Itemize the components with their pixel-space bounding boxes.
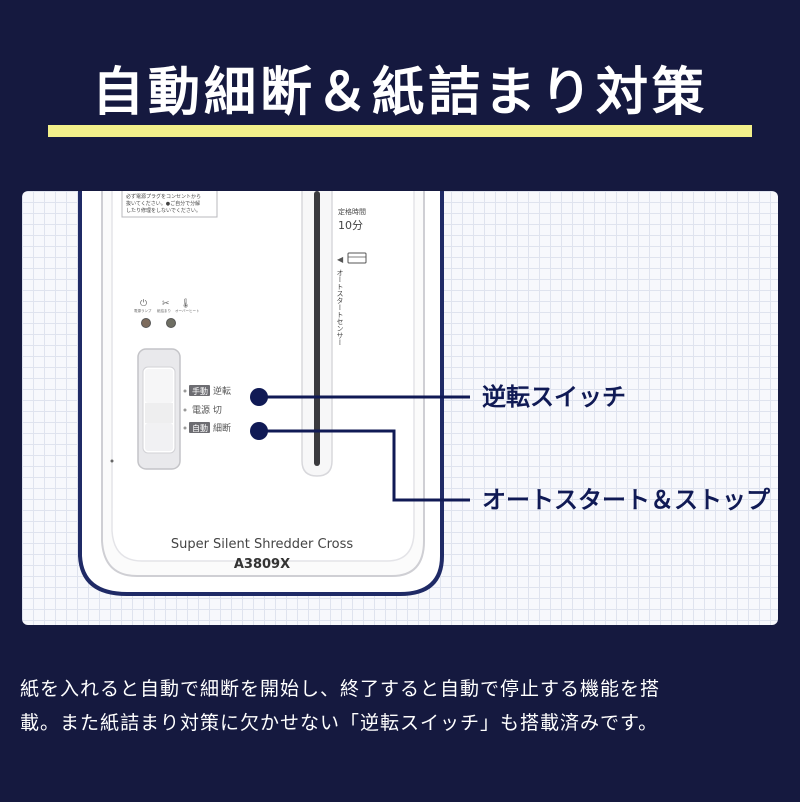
sensor-label: オートスタートセンサー <box>336 269 344 346</box>
shredder-front-panel <box>111 191 415 562</box>
callout-label-reverse: 逆転スイッチ <box>482 383 626 411</box>
caution-text-1: 必ず電源プラグをコンセントから <box>126 193 201 200</box>
timer-value: 10分 <box>338 219 363 232</box>
sensor-arrow-icon: ◀ <box>337 255 344 264</box>
switch-rocker-top <box>145 369 173 403</box>
callout-line-auto <box>259 429 470 502</box>
shredder-illustration: 必ず電源プラグをコンセントから 抜いてください。●ご自分で分解 したり修理をしな… <box>78 191 771 596</box>
page-title: 自動細断＆紙詰まり対策 <box>91 63 708 123</box>
badge-manual <box>189 385 210 396</box>
caution-label <box>121 191 218 218</box>
caution-text-2: 抜いてください。●ご自分で分解 <box>126 200 200 207</box>
switch-rocker-shadow <box>145 423 173 451</box>
product-illustration-panel: 必ず電源プラグをコンセントから 抜いてください。●ご自分で分解 したり修理をしな… <box>22 191 778 625</box>
title-underline <box>48 125 752 137</box>
slot-opening <box>314 191 320 466</box>
switch-label-shred: 細断 <box>213 422 231 434</box>
description-text: 紙を入れると自動で細断を開始し、終了すると自動で停止する機能を搭 載。また紙詰ま… <box>20 672 780 740</box>
badge-manual-text: 手動 <box>192 386 208 396</box>
indicator-label-heat: オーバーヒート <box>175 308 199 313</box>
switch-label-power-off: 電源 切 <box>192 405 222 416</box>
badge-auto <box>189 422 210 433</box>
callout-label-auto: オートスタート＆ストップ <box>482 486 771 514</box>
model-name: Super Silent Shredder Cross <box>171 537 354 552</box>
timer-label: 定格時間 <box>338 207 366 216</box>
indicator-label-power: 電源ランプ <box>134 308 152 313</box>
paper-jam-icon: ✂ <box>162 299 170 309</box>
power-lamp-icon: ⏻ <box>140 298 147 309</box>
indicator-label-jam: 紙詰まり <box>157 308 171 313</box>
caution-text-3: したり修理をしないでください。 <box>126 207 201 214</box>
switch-label-reverse: 逆転 <box>213 385 231 397</box>
power-lamp <box>141 318 151 328</box>
badge-auto-text: 自動 <box>192 423 208 433</box>
sensor-icon <box>347 252 367 264</box>
speed-mark: 6× <box>337 191 350 194</box>
jam-lamp <box>166 318 176 328</box>
overheat-icon: 🌡 <box>180 298 191 309</box>
description-line-1: 紙を入れると自動で細断を開始し、終了すると自動で停止する機能を搭 <box>20 678 661 700</box>
model-number: A3809X <box>234 557 290 572</box>
switch-rocker-step <box>145 403 173 423</box>
description-line-2: 載。また紙詰まり対策に欠かせない「逆転スイッチ」も搭載済みです。 <box>20 712 659 734</box>
